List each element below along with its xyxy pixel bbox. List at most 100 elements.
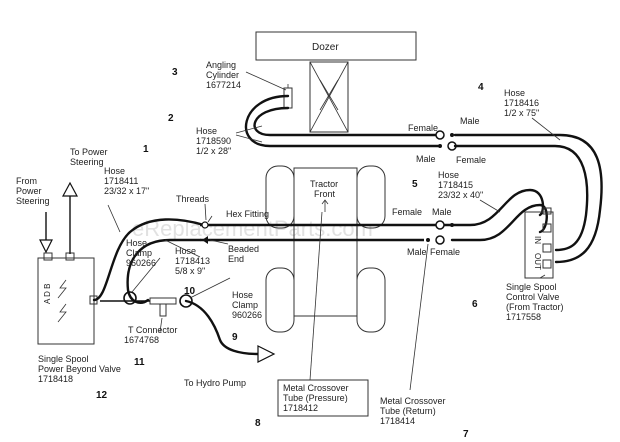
p13-line2: 1718413 — [175, 256, 210, 266]
label-male-top2: Male — [416, 154, 436, 164]
p8-line1: Metal Crossover — [283, 383, 349, 393]
threads-label: Threads — [176, 194, 210, 204]
coupler-male-mid — [450, 223, 454, 227]
hose-4-outer — [453, 133, 603, 264]
beaded-end-label-1: Beaded — [228, 244, 259, 254]
to-power-steering-2: Steering — [70, 157, 104, 167]
to-power-steering-arrow — [61, 181, 79, 254]
tractor-label-1: Tractor — [310, 179, 338, 189]
part-number-6: 6 — [472, 299, 478, 310]
valve-in-label: IN — [533, 236, 542, 244]
beaded-end — [202, 236, 208, 244]
p9-line1: Hose — [232, 290, 253, 300]
to-hydro-pump-label: To Hydro Pump — [184, 378, 246, 388]
p6-line1: Single Spool — [506, 282, 557, 292]
hose-13 — [126, 238, 202, 304]
part-number-2: 2 — [168, 113, 174, 124]
p11-line2: 1674768 — [124, 335, 159, 345]
valve-out-label: OUT — [533, 253, 542, 270]
p13-line3: 5/8 x 9" — [175, 266, 205, 276]
p9-line3: 960266 — [232, 310, 262, 320]
tractor-label-2: Front — [314, 189, 336, 199]
hex-fitting — [201, 221, 209, 229]
part-number-7: 7 — [463, 429, 469, 440]
t-connector — [100, 297, 177, 317]
p9-line2: Clamp — [232, 300, 258, 310]
label-male-mid: Male — [432, 207, 452, 217]
label-female-top: Female — [408, 123, 438, 133]
hex-fitting-label: Hex Fitting — [226, 209, 269, 219]
p12-line1: Single Spool — [38, 354, 89, 364]
coupler-male-top — [450, 133, 454, 137]
from-power-steering-2: Power — [16, 186, 42, 196]
dozer-label: Dozer — [312, 42, 339, 53]
p2-line3: 1/2 x 28" — [196, 146, 231, 156]
to-hydro-pump-arrow — [257, 345, 276, 363]
part-number-10: 10 — [184, 286, 196, 297]
hose-2-lower — [244, 94, 440, 148]
from-power-steering-1: From — [16, 176, 37, 186]
p4-line1: Hose — [504, 88, 525, 98]
coupler-male-top2 — [438, 144, 442, 148]
p7-line1: Metal Crossover — [380, 396, 446, 406]
beaded-end-label-2: End — [228, 254, 244, 264]
p12-line3: 1718418 — [38, 374, 73, 384]
part-number-11: 11 — [134, 357, 145, 368]
p7-line2: Tube (Return) — [380, 406, 436, 416]
leader-lines — [107, 71, 561, 391]
p8-line3: 1718412 — [283, 403, 318, 413]
hose-5-lower — [450, 203, 548, 242]
part-number-4: 4 — [478, 82, 484, 93]
p12-line2: Power Beyond Valve — [38, 364, 121, 374]
p6-line2: Control Valve — [506, 292, 559, 302]
p13-line1: Hose — [175, 246, 196, 256]
p8-box — [277, 379, 369, 417]
hose-4-inner — [453, 144, 589, 252]
dozer-blade: Dozer — [255, 31, 417, 61]
hose-clamp-left — [123, 291, 137, 305]
label-female-top2: Female — [456, 155, 486, 165]
p1-line3: 23/32 x 17" — [104, 186, 149, 196]
coupler-female-top — [435, 130, 445, 140]
coupler-female-mid — [435, 220, 445, 230]
p4-line2: 1718416 — [504, 98, 539, 108]
part-number-8: 8 — [255, 418, 261, 429]
part-number-12: 12 — [96, 390, 108, 401]
clamp-left-line2: Clamp — [126, 248, 152, 258]
dozer-frame — [309, 61, 349, 133]
hose-2-upper — [253, 106, 440, 137]
part-number-9: 9 — [232, 332, 238, 343]
p4-line3: 1/2 x 75" — [504, 108, 539, 118]
label-male-top: Male — [460, 116, 480, 126]
to-power-steering-1: To Power — [70, 147, 108, 157]
hose-1 — [92, 218, 206, 302]
p5-line2: 1718415 — [438, 180, 473, 190]
p11-line1: T Connector — [128, 325, 177, 335]
hose-clamp-right — [179, 294, 193, 308]
p3-line3: 1677214 — [206, 80, 241, 90]
p7-line3: 1718414 — [380, 416, 415, 426]
p1-line2: 1718411 — [104, 176, 138, 186]
clamp-left-line3: 960266 — [126, 258, 156, 268]
coupler-male-mid2 — [426, 238, 430, 242]
from-power-steering-arrow — [39, 212, 53, 254]
power-beyond-valve: A D B — [37, 252, 98, 345]
p1-line1: Hose — [104, 166, 125, 176]
p5-line1: Hose — [438, 170, 459, 180]
part-number-3: 3 — [172, 67, 178, 78]
from-power-steering-3: Steering — [16, 196, 50, 206]
label-male-mid2: Male — [407, 247, 427, 257]
single-spool-control-valve: IN OUT — [524, 207, 554, 279]
part-number-5: 5 — [412, 179, 418, 190]
p6-line3: (From Tractor) — [506, 302, 564, 312]
p6-line4: 1717558 — [506, 312, 541, 322]
p5-line3: 23/32 x 40" — [438, 190, 483, 200]
part-number-1: 1 — [143, 144, 149, 155]
hose-9 — [184, 299, 260, 356]
tractor-outline: Tractor Front — [265, 165, 386, 333]
p2-line2: 1718590 — [196, 136, 231, 146]
coupler-female-mid2 — [435, 235, 445, 245]
label-female-mid: Female — [392, 207, 422, 217]
